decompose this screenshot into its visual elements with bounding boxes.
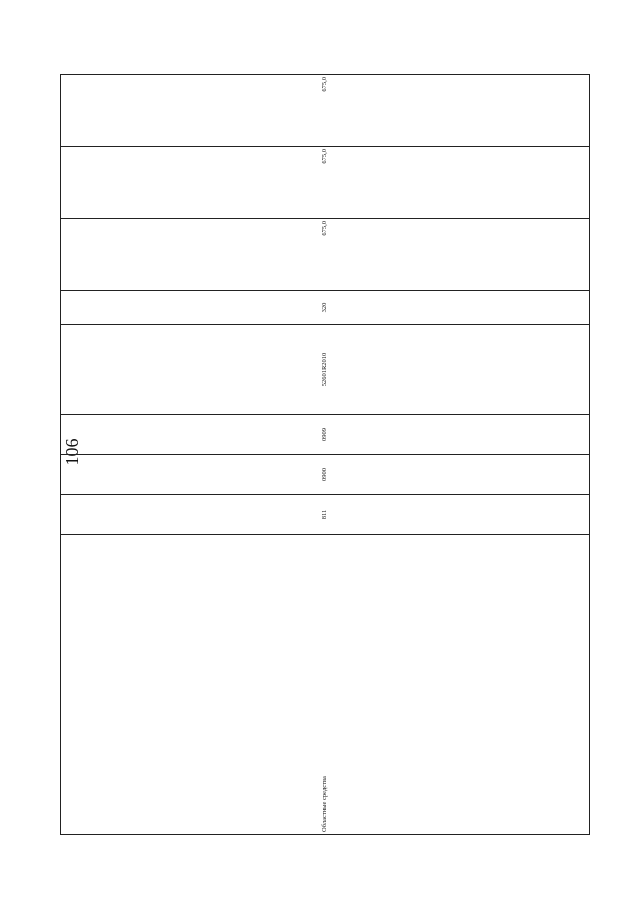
row-target-article-cell: 52601R2010	[60, 324, 590, 415]
row-section-cell: 0900	[60, 454, 590, 495]
row-subsection-cell: 0909	[60, 414, 590, 455]
row-amount-1-cell: 675,0	[60, 218, 590, 291]
row-grbs-cell: 811	[60, 494, 590, 535]
row-amount-2-cell: 675,0	[60, 146, 590, 219]
row-expense-type-cell: 320	[60, 290, 590, 325]
row-name-cell: Областные средства	[60, 534, 590, 835]
row-amount-3-cell: 675,0	[60, 74, 590, 147]
